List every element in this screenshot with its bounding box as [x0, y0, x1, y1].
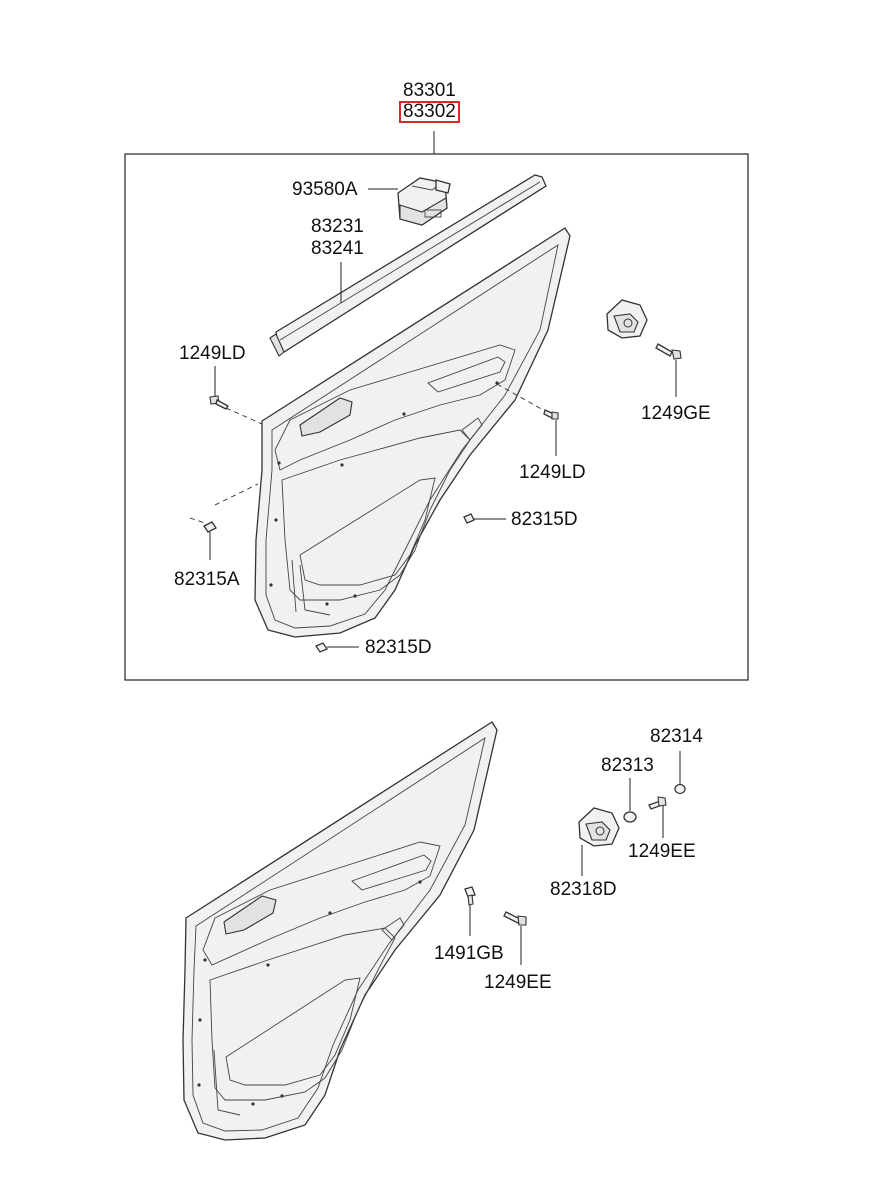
part-label-82314[interactable]: 82314	[650, 726, 703, 747]
part-label-82313[interactable]: 82313	[601, 755, 654, 776]
door-trim-panel-upper	[254, 227, 571, 638]
part-label-83301[interactable]: 83301	[403, 80, 456, 101]
part-label-83302-highlighted[interactable]: 83302	[399, 101, 460, 123]
part-label-82315D-upper[interactable]: 82315D	[511, 509, 578, 530]
part-label-83302[interactable]: 83302	[403, 101, 456, 122]
screw-1249LD-left	[209, 395, 229, 410]
bolt-1491GB	[464, 886, 476, 906]
nut-82313	[623, 811, 637, 823]
clip-82315D-lower	[315, 642, 328, 653]
part-label-1249LD-left[interactable]: 1249LD	[179, 343, 246, 364]
part-label-93580A[interactable]: 93580A	[292, 179, 358, 200]
door-trim-panel-lower	[182, 721, 498, 1141]
part-label-1249LD-right[interactable]: 1249LD	[519, 462, 586, 483]
assembly-frame	[124, 153, 749, 681]
part-label-82315D-lower[interactable]: 82315D	[365, 637, 432, 658]
label-group-83301: 83301	[403, 80, 456, 102]
screw-1249LD-right	[543, 409, 559, 420]
nut-82314	[674, 783, 686, 795]
part-label-82315A[interactable]: 82315A	[174, 569, 240, 590]
screw-1249GE	[655, 343, 682, 360]
clip-82315D-upper	[463, 513, 475, 524]
part-label-1491GB[interactable]: 1491GB	[434, 943, 504, 964]
screw-1249EE-bottom	[503, 911, 527, 926]
part-label-83231[interactable]: 83231	[311, 216, 364, 237]
clip-82315A	[203, 521, 217, 533]
window-switch-93580A	[397, 177, 451, 226]
screw-1249EE-right	[648, 796, 667, 810]
part-label-1249EE-bottom[interactable]: 1249EE	[484, 972, 552, 993]
part-label-1249GE[interactable]: 1249GE	[641, 403, 711, 424]
part-label-1249EE-right[interactable]: 1249EE	[628, 841, 696, 862]
label-group-83231: 83231 83241	[311, 216, 364, 260]
part-label-83241[interactable]: 83241	[311, 238, 364, 259]
weatherstrip-83231	[269, 174, 547, 357]
part-label-82318D[interactable]: 82318D	[550, 879, 617, 900]
bracket-82318D	[578, 807, 620, 847]
bracket-1249GE	[606, 299, 648, 339]
